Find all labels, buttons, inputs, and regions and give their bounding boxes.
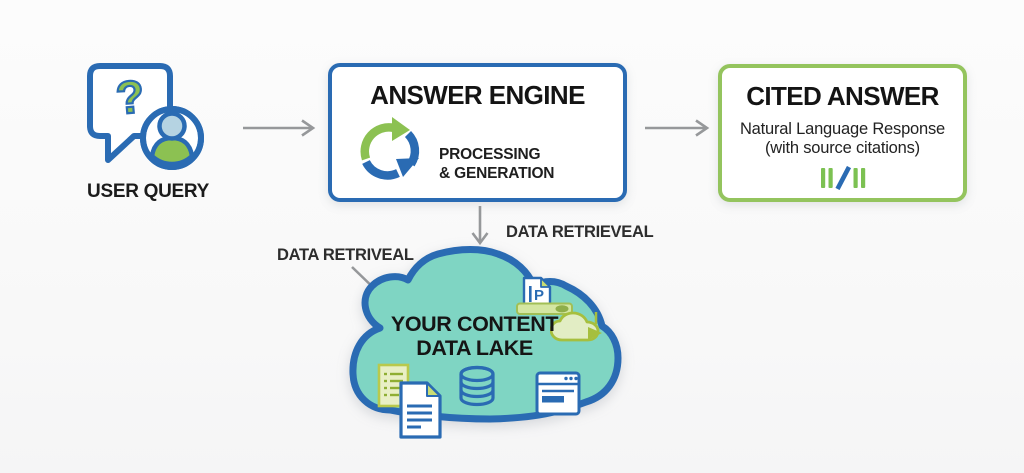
answer-engine-node: ANSWER ENGINE PROCESSING & GENERATION <box>328 63 627 202</box>
question-mark-icon: ? <box>114 70 147 124</box>
response-line-2: (with source citations) <box>765 139 920 157</box>
svg-text:P: P <box>534 287 544 304</box>
text-document-icon <box>399 381 442 439</box>
data-lake-title: YOUR CONTENT DATA LAKE <box>372 312 577 360</box>
citation-marks-icon <box>821 166 866 190</box>
user-query-label: USER QUERY <box>87 181 209 202</box>
cloud-transfer-icon <box>550 311 602 342</box>
browser-window-icon <box>535 371 581 416</box>
speech-bubble-icon <box>87 63 173 163</box>
processing-line: PROCESSING <box>439 146 541 163</box>
avatar-icon <box>140 106 204 170</box>
answer-engine-title: ANSWER ENGINE <box>370 80 585 110</box>
processing-generation-text: PROCESSING & GENERATION <box>439 145 554 183</box>
database-icon <box>459 365 495 407</box>
cited-answer-title: CITED ANSWER <box>746 81 939 111</box>
processing-cycle-icon <box>360 117 420 180</box>
generation-line: & GENERATION <box>439 165 555 182</box>
arrow-engine-to-answer-icon <box>645 119 710 137</box>
arrow-engine-to-datalake-icon <box>471 206 489 246</box>
data-retrieval-label-right: DATA RETRIEVEAL <box>506 223 654 241</box>
user-query-icon: ? <box>87 63 204 170</box>
data-lake-title-line1: YOUR CONTENT <box>390 312 559 336</box>
progress-bar-icon <box>516 302 573 315</box>
data-retrieval-label-left: DATA RETRIVEAL <box>277 246 414 264</box>
arrow-query-to-engine-icon <box>243 119 316 137</box>
data-lake-title-line2: DATA LAKE <box>416 335 533 360</box>
response-line-1: Natural Language Response <box>739 120 946 138</box>
cited-answer-node: CITED ANSWER Natural Language Response (… <box>718 64 967 202</box>
